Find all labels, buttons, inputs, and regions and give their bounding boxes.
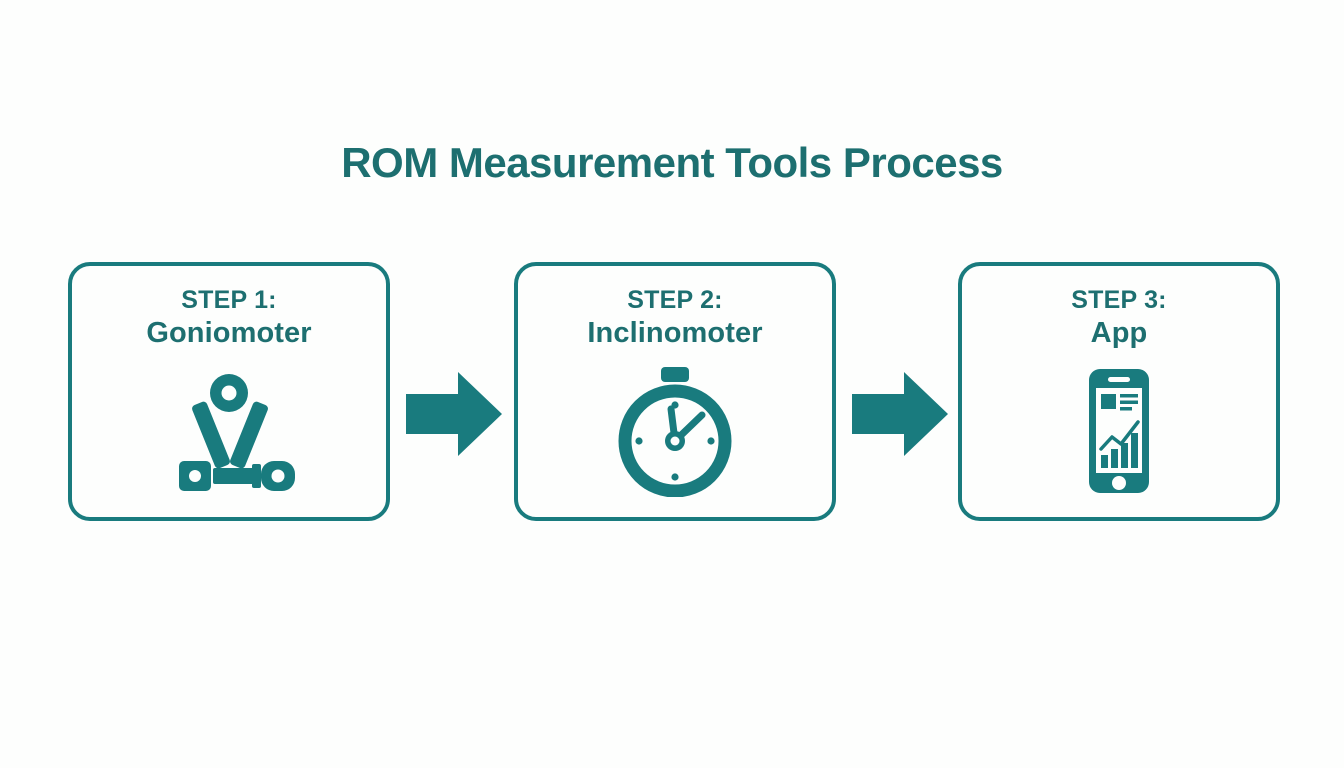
step-card-3[interactable]: STEP 3: App: [958, 262, 1280, 521]
arrow-right-icon-1: [406, 364, 502, 464]
step-2-number: STEP 2:: [627, 286, 723, 314]
arrow-right-icon-2: [852, 364, 948, 464]
step-card-1[interactable]: STEP 1: Goniomoter: [68, 262, 390, 521]
step-3-label: App: [1090, 317, 1148, 350]
step-2-label: Inclinomoter: [587, 317, 763, 350]
goniometer-icon: [163, 365, 295, 497]
step-1-number: STEP 1:: [181, 286, 277, 314]
stopwatch-icon: [609, 365, 741, 497]
smartphone-chart-icon: [1053, 365, 1185, 497]
step-card-2[interactable]: STEP 2: Inclinomoter: [514, 262, 836, 521]
step-3-number: STEP 3:: [1071, 286, 1167, 314]
step-1-label: Goniomoter: [146, 317, 312, 350]
page-title: ROM Measurement Tools Process: [341, 139, 1003, 186]
